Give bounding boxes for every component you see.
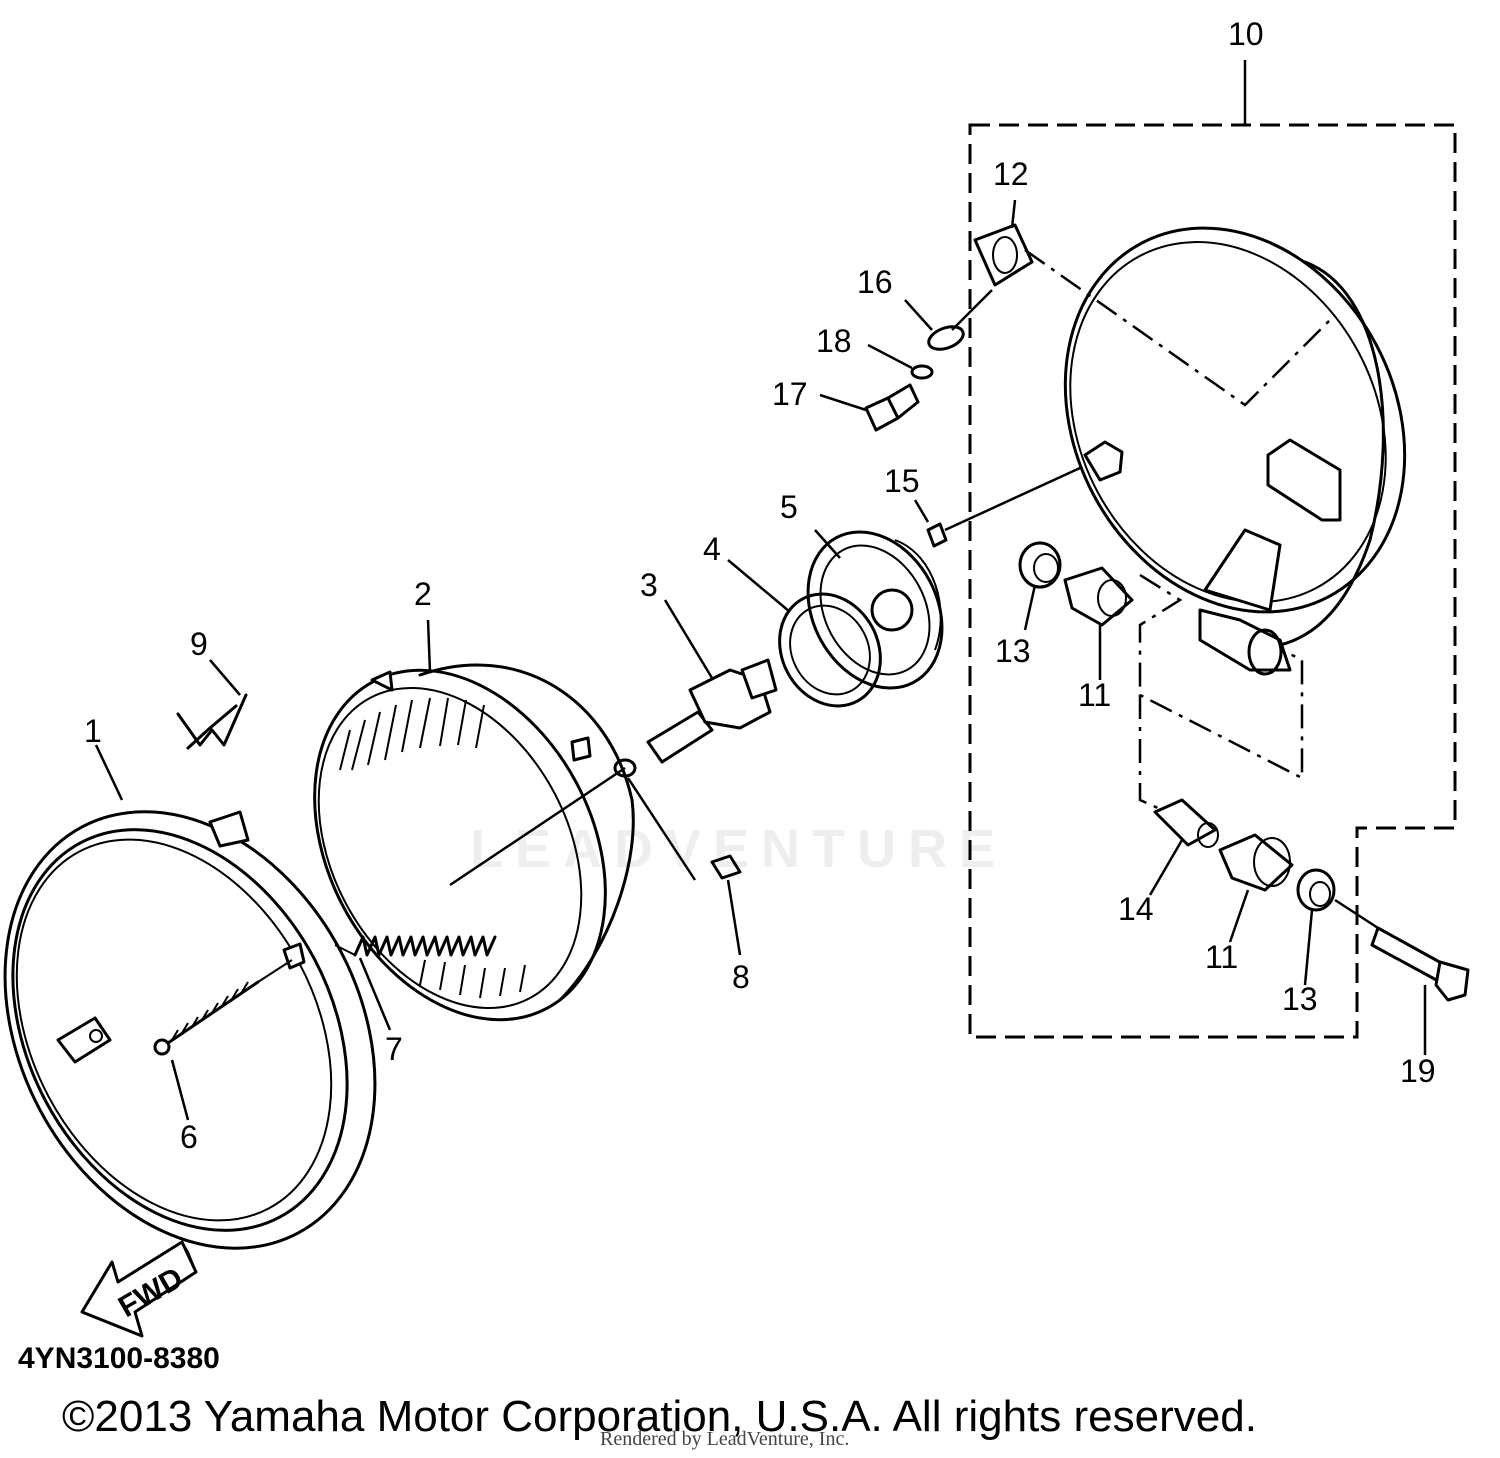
damper-part-11-upper[interactable] bbox=[1063, 566, 1134, 627]
damper-part-11-lower[interactable] bbox=[1218, 833, 1294, 892]
leadventure-watermark: LEADVENTURE bbox=[470, 819, 1008, 879]
part-label-15: 15 bbox=[884, 463, 920, 499]
part-label-11-lower: 11 bbox=[1205, 939, 1238, 975]
headlight-bulb-part[interactable] bbox=[646, 658, 778, 764]
part-label-17: 17 bbox=[772, 376, 808, 412]
collar-part-14[interactable] bbox=[1153, 798, 1219, 848]
grommet-part-12[interactable] bbox=[973, 223, 1034, 287]
part-label-13-upper: 13 bbox=[995, 633, 1031, 669]
part-label-16: 16 bbox=[857, 264, 893, 300]
part-label-18: 18 bbox=[816, 323, 852, 359]
headlight-lens-unit-part[interactable] bbox=[257, 620, 664, 1071]
diagram-code: 4YN3100-8380 bbox=[18, 1342, 220, 1375]
part-label-14: 14 bbox=[1118, 891, 1154, 927]
copyright-notice: ©2013 Yamaha Motor Corporation, U.S.A. A… bbox=[62, 1392, 1257, 1441]
part-label-8: 8 bbox=[732, 959, 750, 995]
headlight-body-group-boundary bbox=[968, 123, 1457, 1039]
bolt-part-17[interactable] bbox=[864, 383, 920, 432]
part-label-9: 9 bbox=[190, 626, 208, 662]
part-label-11-upper: 11 bbox=[1078, 677, 1111, 713]
small-screw-part-15[interactable] bbox=[926, 466, 1081, 548]
spring-part[interactable] bbox=[334, 766, 626, 957]
rendered-by-notice: Rendered by LeadVenture, Inc. bbox=[600, 1428, 850, 1450]
socket-cover-part[interactable] bbox=[782, 508, 968, 711]
part-label-13-lower: 13 bbox=[1282, 981, 1318, 1017]
clip-part-9[interactable] bbox=[176, 693, 248, 750]
part-label-12: 12 bbox=[993, 156, 1029, 192]
adjusting-screw-part[interactable] bbox=[153, 980, 260, 1056]
headlight-housing-part[interactable] bbox=[1000, 168, 1470, 810]
clip-part-8[interactable] bbox=[613, 758, 742, 881]
long-bolt-part-19[interactable] bbox=[1334, 898, 1470, 1002]
part-label-5: 5 bbox=[780, 489, 798, 525]
washer-part-18[interactable] bbox=[867, 343, 934, 380]
part-label-7: 7 bbox=[385, 1031, 403, 1067]
part-label-6: 6 bbox=[180, 1119, 198, 1155]
part-label-10: 10 bbox=[1228, 16, 1264, 52]
part-label-1: 1 bbox=[84, 713, 102, 749]
bulb-holder-ring-part[interactable] bbox=[760, 576, 899, 723]
part-label-4: 4 bbox=[703, 531, 721, 567]
headlight-rim-part[interactable] bbox=[0, 747, 448, 1313]
collar-part-13-upper[interactable] bbox=[1018, 541, 1062, 589]
washer-part-16[interactable] bbox=[904, 289, 993, 354]
forward-direction-arrow-icon: FWD bbox=[80, 1240, 198, 1338]
part-label-3: 3 bbox=[640, 567, 658, 603]
collar-part-13-lower[interactable] bbox=[1296, 868, 1336, 912]
part-label-19: 19 bbox=[1400, 1053, 1436, 1089]
part-label-2: 2 bbox=[414, 576, 432, 612]
